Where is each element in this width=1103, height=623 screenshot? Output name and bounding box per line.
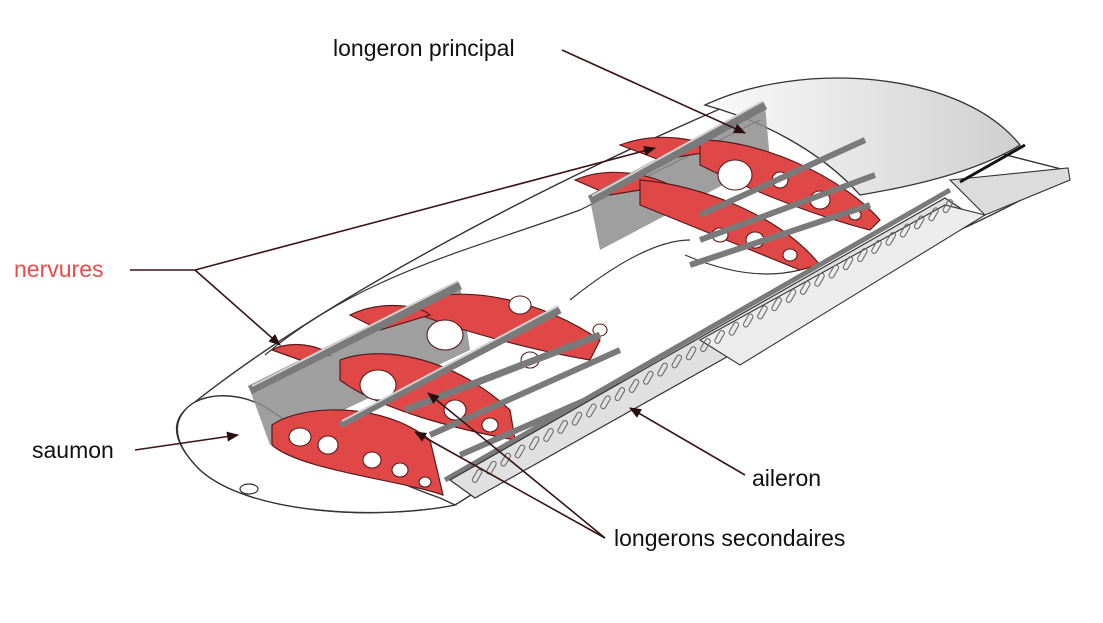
aileron-slot (543, 428, 554, 442)
aileron-surface (448, 197, 987, 499)
aileron-slot (514, 444, 526, 459)
spars (247, 101, 952, 483)
aileron-slot (728, 321, 740, 336)
aileron-slot (614, 387, 626, 402)
label-longerons-secondaires: longerons secondaires (614, 525, 845, 551)
aileron-slot (571, 411, 583, 426)
label-nervures: nervures (14, 256, 103, 282)
aileron-slot (714, 329, 725, 344)
aileron-slot (757, 305, 768, 320)
aileron-slot (585, 403, 597, 418)
leader-saumon (134, 431, 239, 451)
aileron-slots (471, 199, 954, 483)
aileron-slot (799, 280, 811, 295)
aileron-slot (785, 289, 797, 303)
aileron-slot (557, 419, 569, 434)
aileron-slot (856, 248, 868, 263)
aileron-slot (771, 297, 783, 312)
spar-highlights (251, 100, 764, 422)
aileron-slot (871, 240, 882, 254)
leader-lines (130, 49, 746, 539)
rib (639, 179, 822, 271)
leader-longerons-secondaires-2 (414, 431, 606, 539)
leader-nervures-upper (194, 145, 656, 271)
aileron-slot (842, 256, 854, 271)
trailing-edge-spar (443, 187, 952, 483)
main-spar-root-section (587, 101, 768, 204)
aileron-slot (500, 452, 512, 467)
aileron-slot (628, 379, 640, 393)
aileron-slot (913, 215, 925, 230)
secondary-spar (698, 137, 867, 218)
secondary-spar (338, 306, 562, 429)
main-spar-tip-section (247, 280, 463, 395)
aileron-slot (486, 460, 497, 475)
leader-longerons-secondaires-1 (427, 392, 606, 539)
aileron-slot (942, 199, 954, 214)
aileron-slot (928, 207, 939, 222)
leader-nervures-lower (194, 269, 281, 346)
label-saumon: saumon (32, 437, 114, 463)
label-aileron: aileron (752, 465, 821, 491)
aileron-slot (471, 468, 483, 483)
aileron-slot (642, 370, 654, 385)
secondary-spar (689, 202, 871, 268)
aileron-slot (885, 231, 897, 246)
label-longeron-principal: longeron principal (333, 35, 515, 61)
aileron-slot (600, 395, 611, 410)
leader-longeron-principal (561, 49, 746, 134)
aileron-slot (671, 354, 683, 369)
aileron-slot (814, 272, 825, 287)
aileron-slot (899, 223, 911, 238)
secondary-spar (698, 172, 877, 243)
aileron-slot (700, 338, 711, 353)
aileron-slot (528, 436, 540, 451)
aileron-slot (657, 362, 668, 377)
leader-aileron (629, 407, 746, 476)
aileron-slot (685, 346, 697, 361)
aileron-slot (828, 264, 840, 279)
aileron-slot (742, 313, 754, 328)
